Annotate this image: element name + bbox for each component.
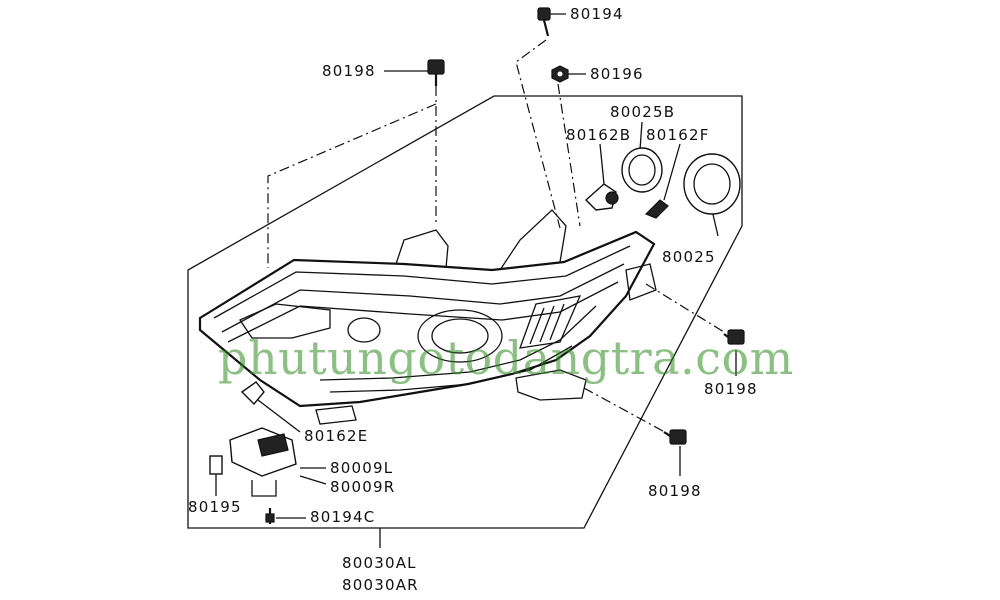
label-80030AR: 80030AR	[342, 576, 419, 594]
label-leaders	[215, 13, 737, 548]
part-80025-cap	[683, 153, 741, 215]
part-80195-clip	[209, 455, 223, 475]
label-80009L: 80009L	[330, 459, 393, 477]
label-80009R: 80009R	[330, 478, 395, 496]
part-80198-top-bolt	[427, 59, 445, 86]
label-80162B: 80162B	[566, 126, 631, 144]
part-80198-bottom-bolt	[663, 429, 687, 445]
label-80195: 80195	[188, 498, 242, 516]
label-80162E: 80162E	[304, 427, 368, 445]
label-80196: 80196	[590, 65, 644, 83]
label-80194C: 80194C	[310, 508, 375, 526]
label-80198-top: 80198	[322, 62, 376, 80]
part-80194C-screw	[265, 508, 275, 524]
part-labels: 80194 80196 80198 80025B 80162B 80162F 8…	[188, 5, 758, 594]
part-80196-nut	[551, 65, 569, 83]
label-80162F: 80162F	[646, 126, 710, 144]
part-80194-bolt	[537, 7, 551, 37]
part-80198-right-bolt	[723, 329, 745, 345]
label-80030AL: 80030AL	[342, 554, 417, 572]
part-80025B-cap	[621, 147, 663, 193]
assembly-outline	[187, 95, 743, 529]
headlamp-body	[198, 209, 657, 425]
label-80025B: 80025B	[610, 103, 675, 121]
watermark-text: phutungotodangtra.com	[218, 331, 794, 385]
label-80194: 80194	[570, 5, 624, 23]
part-80162E-bulb	[240, 381, 265, 406]
label-80198-bottom: 80198	[648, 482, 702, 500]
part-80009-bracket	[229, 427, 297, 477]
part-80162F-bulb	[644, 199, 669, 219]
part-80162B-bulb	[584, 183, 619, 211]
label-80025: 80025	[662, 248, 716, 266]
leader-lines	[267, 39, 725, 437]
label-80198-right: 80198	[704, 380, 758, 398]
